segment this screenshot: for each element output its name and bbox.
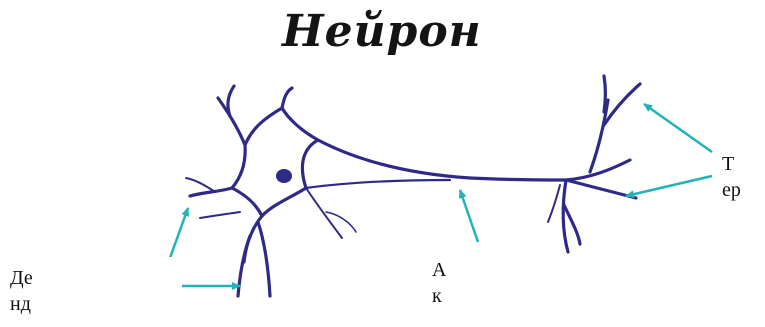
dendrite-branch	[282, 88, 292, 108]
soma	[232, 108, 318, 216]
label-dendrite-line-2: нд	[10, 291, 182, 317]
dendrite-branch	[228, 86, 234, 116]
terminal-branch	[604, 76, 606, 112]
terminal-branch	[604, 84, 640, 125]
axon	[306, 180, 450, 188]
dendrite-branch	[258, 222, 270, 296]
label-terminal-line-2: ер	[722, 177, 765, 203]
arrow-axon	[460, 190, 478, 242]
neuron-drawing	[186, 76, 640, 296]
dendrite-branch	[218, 98, 245, 145]
label-axon: А к	[420, 245, 562, 327]
label-axon-line-2: к	[432, 283, 562, 309]
label-terminal-line-1: Т	[722, 151, 765, 177]
label-axon-line-1: А	[432, 257, 562, 283]
label-dendrite: Де нд	[0, 257, 182, 327]
arrow-terminal-lower	[626, 176, 712, 196]
terminal-branch	[548, 185, 560, 222]
arrow-terminal-upper	[644, 104, 712, 152]
terminal-branch	[566, 180, 636, 198]
axon	[318, 140, 566, 180]
dendrite-branch	[306, 188, 342, 238]
nucleus	[276, 169, 292, 183]
dendrite-branch	[200, 212, 240, 218]
arrow-dendrite-upper	[170, 208, 188, 258]
terminal-branch	[566, 160, 630, 180]
dendrite-branch	[186, 178, 215, 192]
label-dendrite-line-1: Де	[10, 265, 182, 291]
terminal-branch	[563, 180, 568, 252]
label-terminal: Т ер	[714, 143, 765, 203]
